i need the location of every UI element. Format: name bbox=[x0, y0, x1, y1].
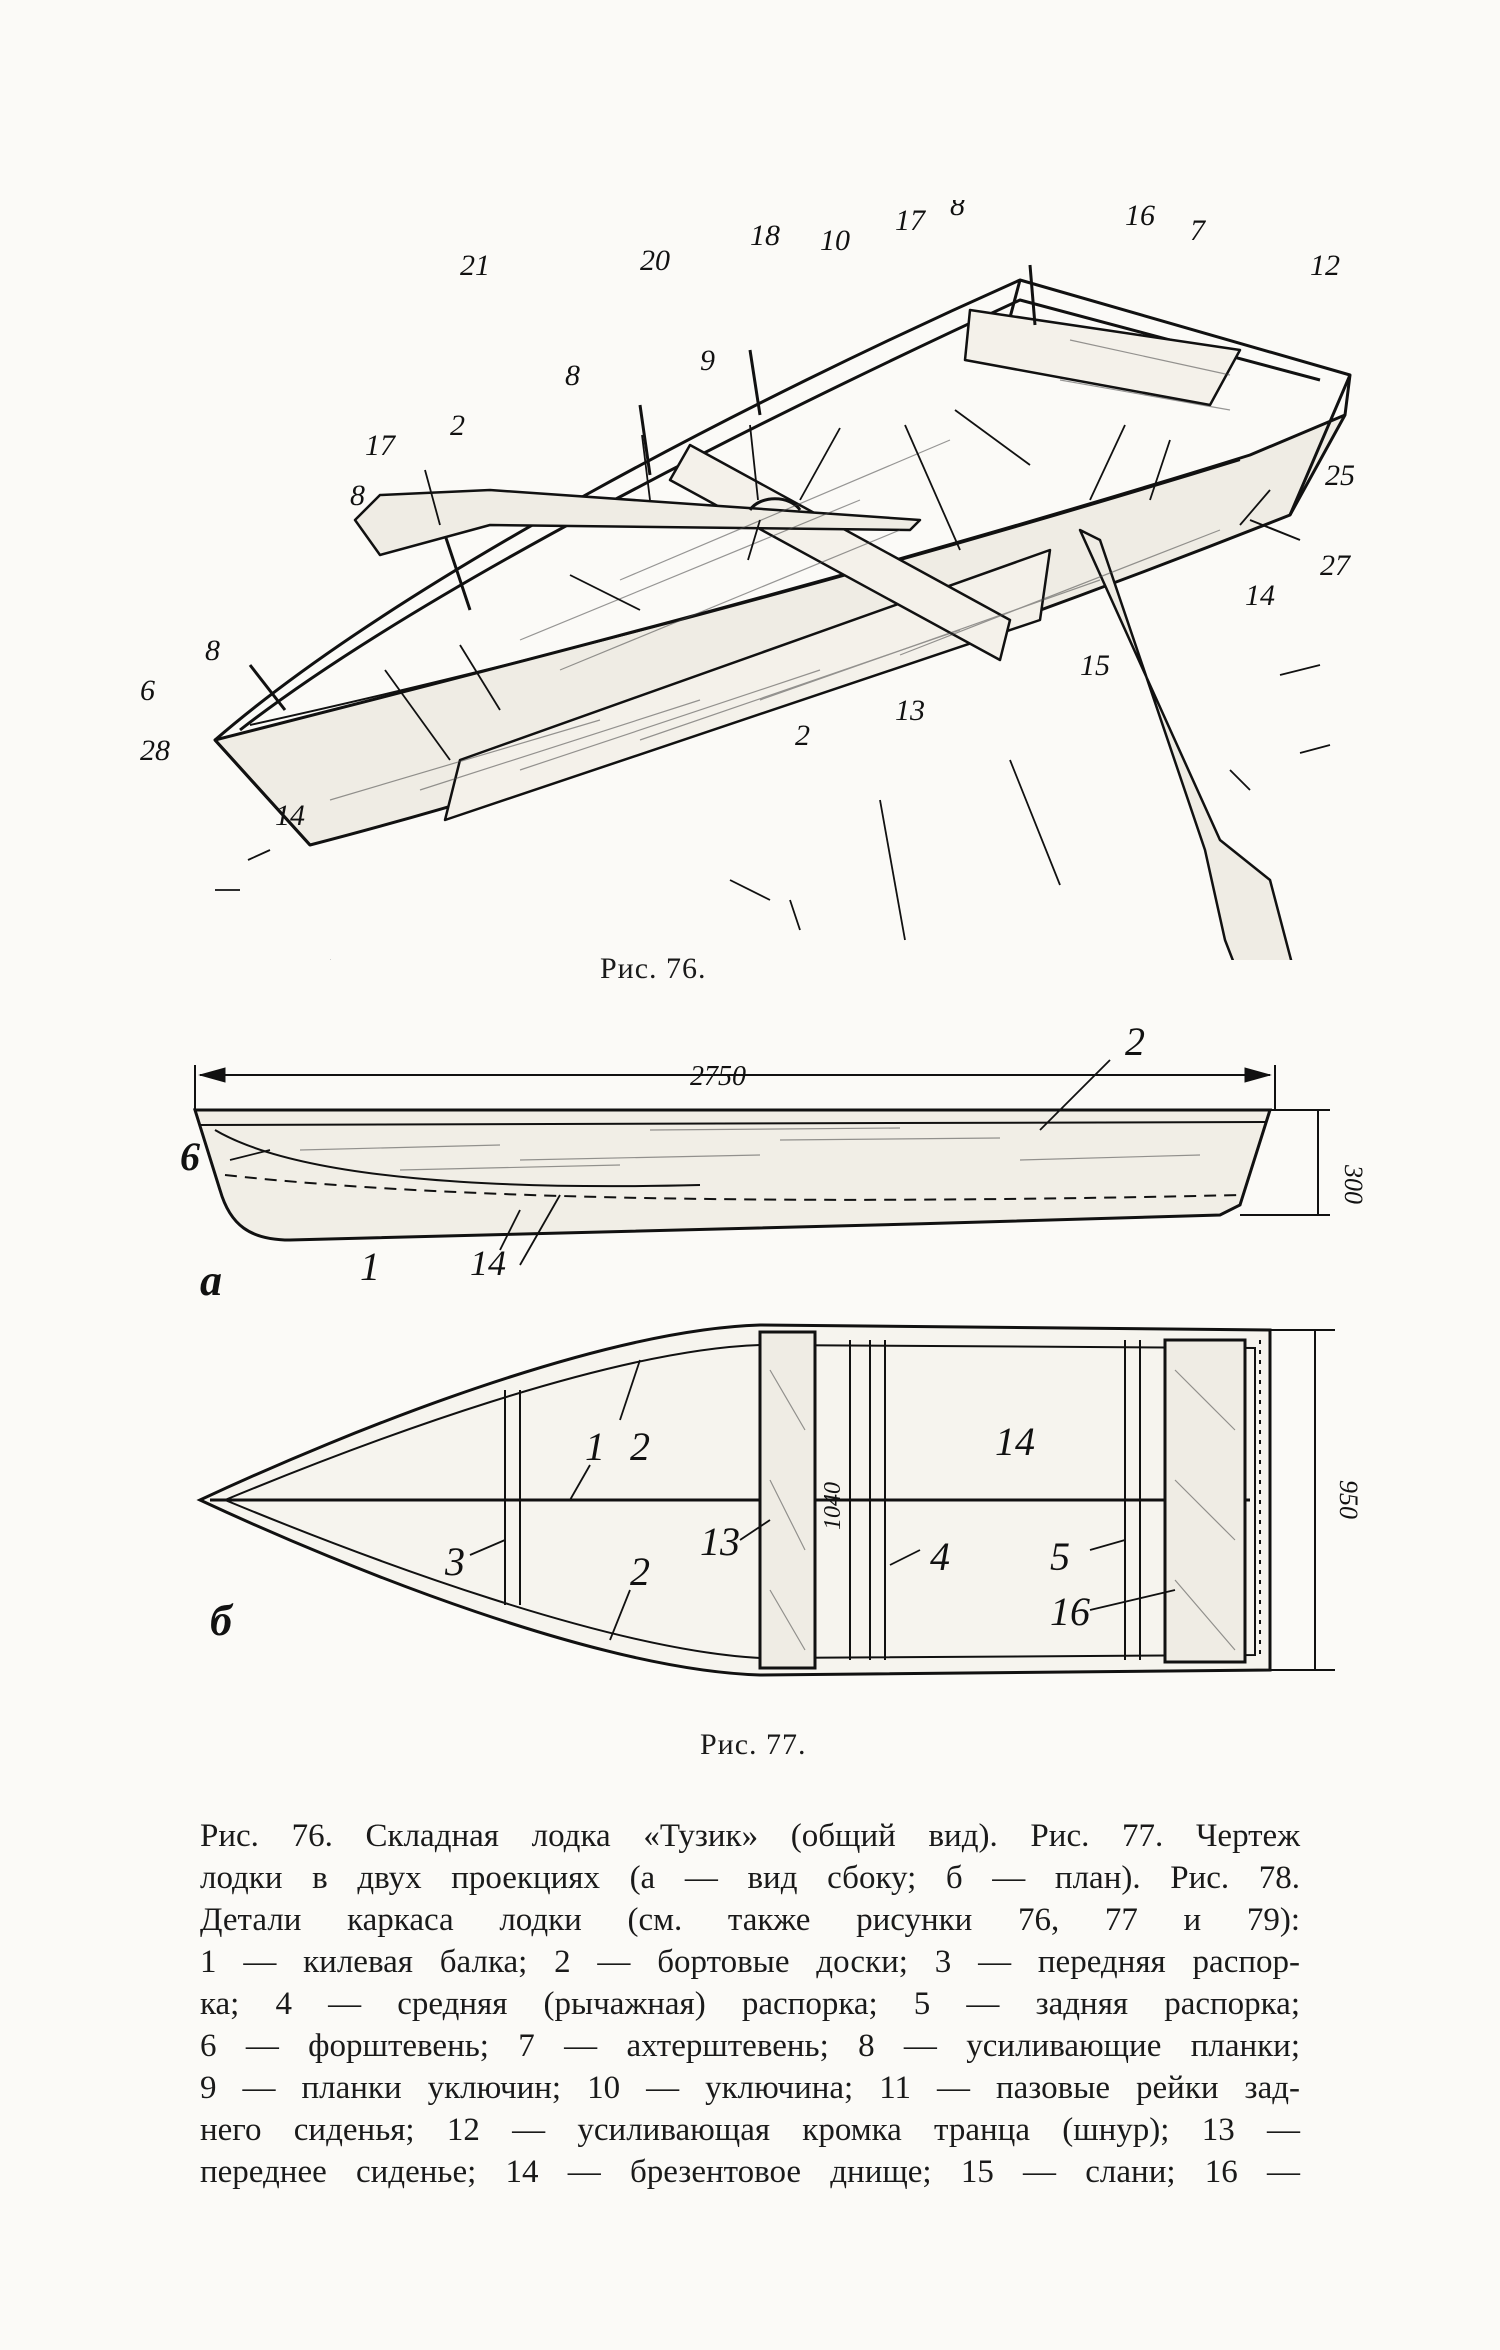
rear-seat-plan bbox=[1163, 1338, 1247, 1664]
label-16: 16 bbox=[1125, 200, 1155, 232]
plan-label-1: 1 bbox=[585, 1424, 605, 1469]
label-28: 28 bbox=[140, 734, 170, 767]
label-17-top: 17 bbox=[895, 204, 927, 237]
label-12: 12 bbox=[1310, 249, 1340, 282]
plan-label-13: 13 bbox=[700, 1519, 740, 1564]
side-dim-height: 300 bbox=[1339, 1164, 1368, 1204]
legend-line: 1 — килевая балка; 2 — бортовые доски; 3… bbox=[200, 1944, 1300, 1980]
front-seat-plan bbox=[758, 1330, 817, 1670]
side-label-14: 14 bbox=[470, 1243, 506, 1283]
figure-76-caption: Рис. 76. bbox=[600, 952, 707, 985]
figure-legend-text: Рис. 76. Складная лодка «Тузик» (общий в… bbox=[200, 1815, 1300, 2193]
legend-line: лодки в двух проекциях (а — вид сбоку; б… bbox=[200, 1860, 1300, 1896]
front-seat bbox=[443, 548, 1052, 822]
label-27: 27 bbox=[1320, 549, 1352, 582]
label-14-right: 14 bbox=[1245, 579, 1275, 612]
label-20: 20 bbox=[640, 244, 670, 277]
plan-label-14: 14 bbox=[995, 1419, 1035, 1464]
label-8-left: 8 bbox=[350, 479, 365, 512]
plan-view bbox=[196, 1323, 1335, 1677]
figure-76-boat-perspective: 21 20 18 10 17 8 16 7 12 9 8 2 17 8 25 2… bbox=[0, 189, 1500, 1097]
boat-projection-drawing: 2750 300 2 6 1 14 а bbox=[180, 1019, 1368, 1677]
gunwale bbox=[214, 278, 1352, 742]
label-13: 13 bbox=[895, 694, 925, 727]
label-15: 15 bbox=[1080, 649, 1110, 682]
side-label-2: 2 bbox=[1125, 1019, 1145, 1064]
plan-label-2-top: 2 bbox=[630, 1424, 650, 1469]
boat-perspective-drawing: 21 20 18 10 17 8 16 7 12 9 8 2 17 8 25 2… bbox=[140, 189, 1355, 1097]
legend-line: 9 — планки уключин; 10 — уключина; 11 — … bbox=[200, 2070, 1300, 2106]
legend-line: Детали каркаса лодки (см. также рисунки … bbox=[200, 1902, 1300, 1938]
side-hull bbox=[192, 1108, 1273, 1242]
label-6: 6 bbox=[140, 674, 155, 707]
oar-left bbox=[353, 488, 922, 557]
label-18: 18 bbox=[750, 219, 780, 252]
label-17-left: 17 bbox=[365, 429, 397, 462]
label-8-mid: 8 bbox=[565, 359, 580, 392]
plan-label-4: 4 bbox=[930, 1534, 950, 1579]
figure-77-caption: Рис. 77. bbox=[700, 1728, 807, 1761]
legend-line: него сиденья; 12 — усиливающая кромка тр… bbox=[200, 2112, 1300, 2148]
legend-line: переднее сиденье; 14 — брезентовое днище… bbox=[200, 2154, 1300, 2190]
view-b-letter: б bbox=[210, 1596, 234, 1645]
plan-label-2-bottom: 2 bbox=[630, 1549, 650, 1594]
side-label-6: 6 bbox=[180, 1134, 200, 1179]
label-2-top: 2 bbox=[450, 409, 465, 442]
side-label-1: 1 bbox=[360, 1244, 380, 1289]
side-dim-length: 2750 bbox=[690, 1061, 746, 1092]
label-2-bottom: 2 bbox=[795, 719, 810, 752]
plan-label-5: 5 bbox=[1050, 1534, 1070, 1579]
figure-77-boat-projections: 2750 300 2 6 1 14 а bbox=[0, 1010, 1500, 1730]
side-view bbox=[192, 1059, 1330, 1266]
label-8-top: 8 bbox=[950, 200, 965, 222]
oar-right bbox=[1078, 528, 1322, 1097]
label-25: 25 bbox=[1325, 459, 1355, 492]
plan-label-3: 3 bbox=[444, 1539, 465, 1584]
plan-dim-width: 950 bbox=[1334, 1480, 1363, 1519]
view-a-letter: а bbox=[200, 1256, 222, 1305]
rear-seat bbox=[963, 308, 1242, 407]
label-10: 10 bbox=[820, 224, 850, 257]
legend-line: 6 — форштевень; 7 — ахтерштевень; 8 — ус… bbox=[200, 2028, 1300, 2064]
plan-dim-inner: 1040 bbox=[820, 1482, 846, 1530]
legend-line: Рис. 76. Складная лодка «Тузик» (общий в… bbox=[200, 1818, 1300, 1854]
label-21: 21 bbox=[460, 249, 490, 282]
label-14-bottom: 14 bbox=[275, 799, 305, 832]
plan-label-16: 16 bbox=[1050, 1589, 1090, 1634]
label-9: 9 bbox=[700, 344, 715, 377]
legend-line: ка; 4 — средняя (рычажная) распорка; 5 —… bbox=[200, 1986, 1300, 2022]
label-8-bow: 8 bbox=[205, 634, 220, 667]
label-7: 7 bbox=[1190, 214, 1207, 247]
